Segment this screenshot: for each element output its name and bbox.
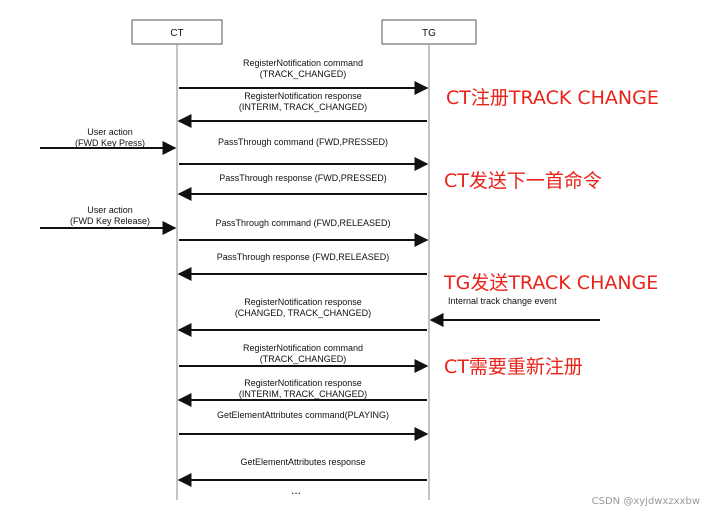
message-8-label-2: (TRACK_CHANGED)	[260, 354, 347, 364]
user-action-1-label-2: (FWD Key Press)	[75, 138, 145, 148]
message-1-label-2: (TRACK_CHANGED)	[260, 69, 347, 79]
message-5: PassThrough command (FWD,RELEASED)	[179, 218, 429, 247]
message-9-label-2: (INTERIM, TRACK_CHANGED)	[239, 389, 367, 399]
annotation-2: CT发送下一首命令	[444, 170, 602, 192]
message-9: RegisterNotification response (INTERIM, …	[177, 378, 427, 407]
watermark: CSDN @xyjdwxzxxbw	[592, 496, 700, 507]
message-11-label-1: GetElementAttributes response	[240, 457, 365, 467]
participant-tg: TG	[381, 19, 477, 45]
message-4: PassThrough response (FWD,PRESSED)	[177, 173, 427, 201]
participant-tg-label: TG	[422, 28, 436, 39]
user-action-2: User action (FWD Key Release)	[40, 205, 177, 235]
annotation-1: CT注册TRACK CHANGE	[446, 87, 659, 109]
annotation-4: CT需要重新注册	[444, 356, 583, 378]
message-7-label-2: (CHANGED, TRACK_CHANGED)	[235, 308, 371, 318]
message-9-label-1: RegisterNotification response	[244, 378, 362, 388]
message-4-label-1: PassThrough response (FWD,PRESSED)	[219, 173, 387, 183]
message-7-label-1: RegisterNotification response	[244, 297, 362, 307]
ellipsis: ...	[291, 483, 301, 497]
message-6-label-1: PassThrough response (FWD,RELEASED)	[217, 252, 390, 262]
message-5-label-1: PassThrough command (FWD,RELEASED)	[215, 218, 390, 228]
participant-ct-label: CT	[170, 28, 183, 39]
message-3-label-1: PassThrough command (FWD,PRESSED)	[218, 137, 388, 147]
user-action-2-label-2: (FWD Key Release)	[70, 216, 150, 226]
message-10-label-1: GetElementAttributes command(PLAYING)	[217, 410, 389, 420]
participant-ct: CT	[131, 19, 223, 45]
message-8: RegisterNotification command (TRACK_CHAN…	[179, 343, 429, 373]
message-3: PassThrough command (FWD,PRESSED)	[179, 137, 429, 171]
message-10: GetElementAttributes command(PLAYING)	[179, 410, 429, 441]
user-action-1: User action (FWD Key Press)	[40, 127, 177, 155]
annotation-3: TG发送TRACK CHANGE	[443, 272, 658, 294]
message-2-label-1: RegisterNotification response	[244, 91, 362, 101]
message-6: PassThrough response (FWD,RELEASED)	[177, 252, 427, 281]
tg-internal-event-label: Internal track change event	[448, 296, 557, 306]
message-11: GetElementAttributes response	[177, 457, 427, 487]
message-8-label-1: RegisterNotification command	[243, 343, 363, 353]
message-7: RegisterNotification response (CHANGED, …	[177, 297, 427, 337]
user-action-1-label-1: User action	[87, 127, 133, 137]
message-2: RegisterNotification response (INTERIM, …	[177, 91, 427, 128]
user-action-2-label-1: User action	[87, 205, 133, 215]
tg-internal-event: Internal track change event	[429, 296, 600, 327]
message-1: RegisterNotification command (TRACK_CHAN…	[179, 58, 429, 95]
message-2-label-2: (INTERIM, TRACK_CHANGED)	[239, 102, 367, 112]
message-1-label-1: RegisterNotification command	[243, 58, 363, 68]
